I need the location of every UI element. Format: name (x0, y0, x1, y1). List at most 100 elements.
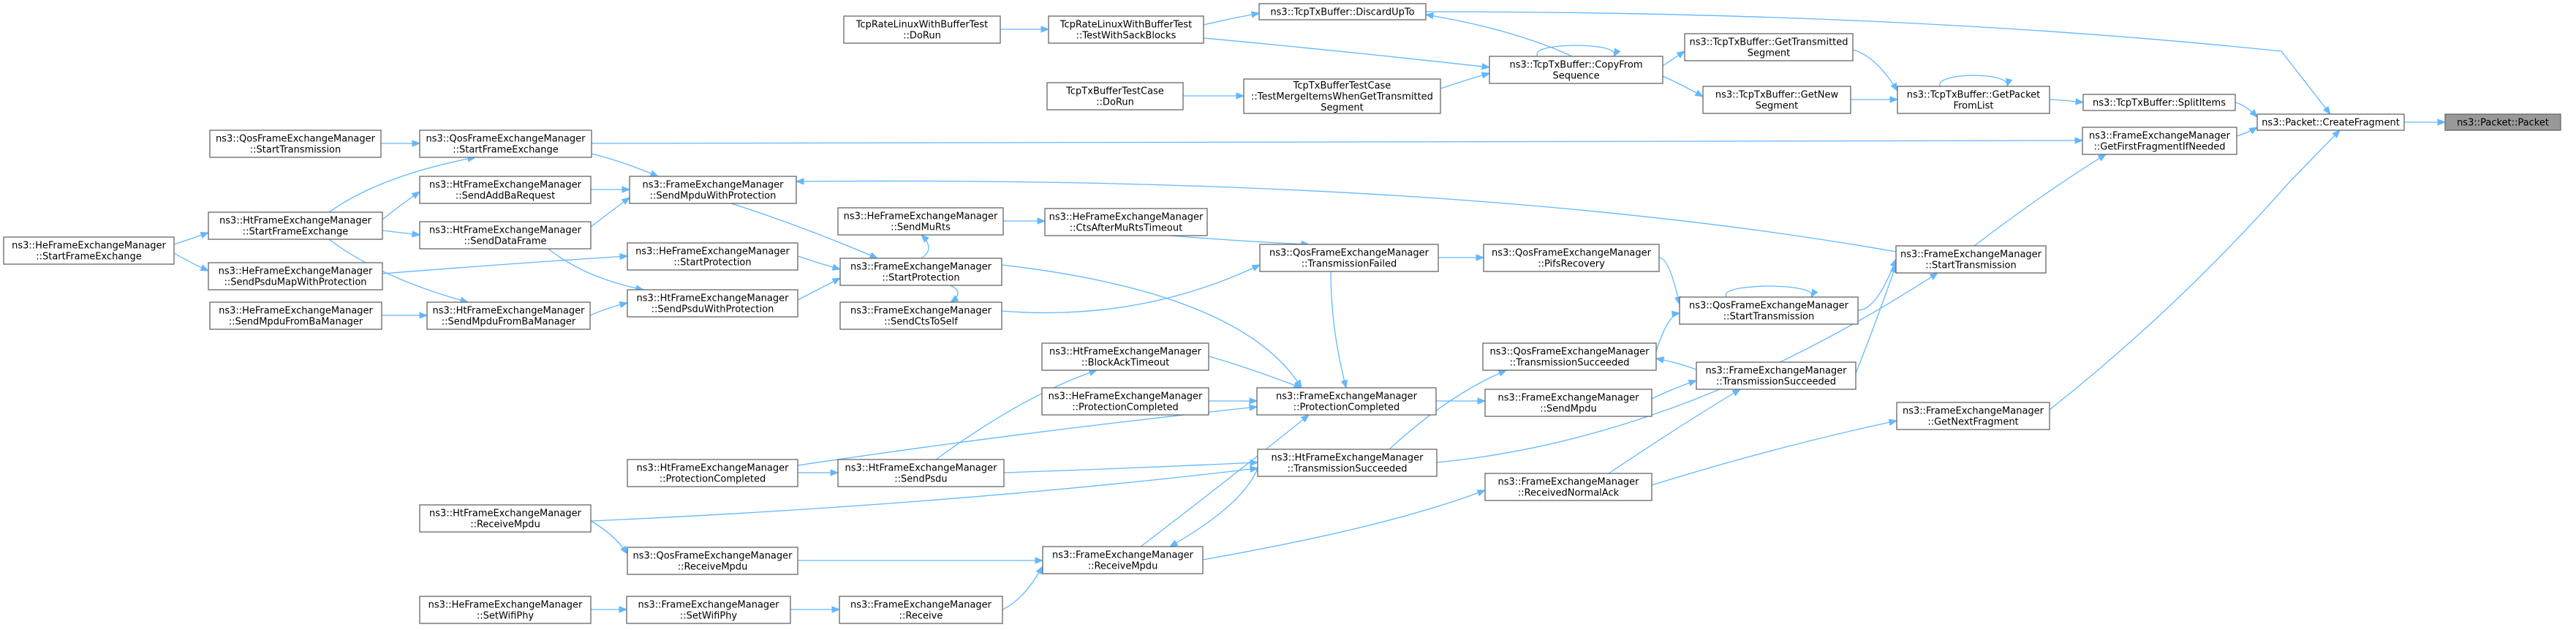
node-box[interactable] (1895, 245, 2047, 274)
node-hefem-sendpsdumap[interactable]: ns3::HeFrameExchangeManager::SendPsduMap… (208, 262, 383, 290)
node-txbuf-merge[interactable]: TcpTxBufferTestCase::TestMergeItemsWhenG… (1243, 78, 1441, 114)
node-box[interactable] (837, 207, 1004, 236)
node-htfem-protcompleted[interactable]: ns3::HtFrameExchangeManager::ProtectionC… (627, 459, 798, 487)
node-htfem-txsucc[interactable]: ns3::HtFrameExchangeManager::Transmissio… (1257, 449, 1438, 477)
node-box[interactable] (1897, 86, 2050, 114)
node-fem-sendmpduprot[interactable]: ns3::FrameExchangeManager::SendMpduWithP… (629, 176, 797, 204)
node-htfem-sendpsdu[interactable]: ns3::HtFrameExchangeManager::SendPsdu (837, 459, 1005, 487)
node-qfem-txsucc[interactable]: ns3::QosFrameExchangeManager::Transmissi… (1482, 342, 1657, 371)
node-fem-startprot[interactable]: ns3::FrameExchangeManager::StartProtecti… (839, 258, 1002, 286)
node-box[interactable] (1044, 208, 1208, 236)
node-box[interactable] (1048, 15, 1204, 44)
node-box[interactable] (1483, 244, 1660, 272)
node-hefem-sendmurts[interactable]: ns3::HeFrameExchangeManager::SendMuRts (837, 207, 1004, 236)
node-htfem-sendaddba[interactable]: ns3::HtFrameExchangeManager::SendAddBaRe… (419, 176, 592, 204)
node-box[interactable] (1484, 389, 1653, 417)
node-fem-sendmpdu[interactable]: ns3::FrameExchangeManager::SendMpdu (1484, 389, 1653, 417)
node-box[interactable] (839, 596, 1003, 624)
node-box[interactable] (1258, 3, 1427, 20)
node-box[interactable] (1256, 387, 1437, 416)
node-box[interactable] (419, 504, 592, 533)
node-hefem-ctsmurts[interactable]: ns3::HeFrameExchangeManager::CtsAfterMuR… (1044, 208, 1208, 236)
node-box[interactable] (627, 242, 798, 271)
node-htfem-sendmpduba[interactable]: ns3::HtFrameExchangeManager::SendMpduFro… (426, 301, 591, 330)
node-qfem-startfe[interactable]: ns3::QosFrameExchangeManager::StartFrame… (419, 130, 592, 158)
node-fem-sendcts[interactable]: ns3::FrameExchangeManager::SendCtsToSelf (839, 301, 1002, 330)
node-box[interactable] (1042, 546, 1204, 574)
node-getfirstfrag[interactable]: ns3::FrameExchangeManager::GetFirstFragm… (2082, 127, 2237, 155)
node-hefem-setwifiphy[interactable]: ns3::HeFrameExchangeManager::SetWifiPhy (419, 596, 592, 624)
node-qfem-starttx[interactable]: ns3::QosFrameExchangeManager::StartTrans… (209, 130, 382, 158)
node-box[interactable] (627, 547, 798, 575)
node-fem-receivempdu[interactable]: ns3::FrameExchangeManager::ReceiveMpdu (1042, 546, 1204, 574)
node-box[interactable] (208, 211, 383, 240)
node-rate-dorun[interactable]: TcpRateLinuxWithBufferTest::DoRun (843, 15, 1001, 44)
node-box[interactable] (2082, 94, 2236, 111)
node-discard[interactable]: ns3::TcpTxBuffer::DiscardUpTo (1258, 3, 1427, 20)
node-fem-receive[interactable]: ns3::FrameExchangeManager::Receive (839, 596, 1003, 624)
node-box[interactable] (209, 301, 382, 330)
node-hefem-sendmpduba[interactable]: ns3::HeFrameExchangeManager::SendMpduFro… (209, 301, 382, 330)
node-box[interactable] (1684, 33, 1854, 61)
node-fem-setwifiphy[interactable]: ns3::FrameExchangeManager::SetWifiPhy (626, 596, 791, 624)
node-htfem-startfe[interactable]: ns3::HtFrameExchangeManager::StartFrameE… (208, 211, 383, 240)
node-hefem-protcompleted[interactable]: ns3::HeFrameExchangeManager::ProtectionC… (1041, 387, 1209, 416)
node-htfem-senddata[interactable]: ns3::HtFrameExchangeManager::SendDataFra… (419, 221, 592, 250)
node-box[interactable] (419, 596, 592, 624)
node-qfem-txfailed[interactable]: ns3::QosFrameExchangeManager::Transmissi… (1259, 244, 1439, 272)
node-cf[interactable]: ns3::Packet::CreateFragment (2256, 113, 2405, 131)
node-qfem-receivempdu[interactable]: ns3::QosFrameExchangeManager::ReceiveMpd… (627, 547, 798, 575)
node-box[interactable] (2082, 127, 2237, 155)
node-box[interactable] (1046, 82, 1184, 110)
node-rate-sack[interactable]: TcpRateLinuxWithBufferTest::TestWithSack… (1048, 15, 1204, 44)
node-box[interactable] (426, 301, 591, 330)
node-box[interactable] (1489, 56, 1663, 84)
node-qfem-pifs[interactable]: ns3::QosFrameExchangeManager::PifsRecove… (1483, 244, 1660, 272)
node-fem-start[interactable]: ns3::FrameExchangeManager::StartTransmis… (1895, 245, 2047, 274)
node-fem-protcompleted[interactable]: ns3::FrameExchangeManager::ProtectionCom… (1256, 387, 1437, 416)
node-box[interactable] (1259, 244, 1439, 272)
node-box[interactable] (209, 130, 382, 158)
node-box[interactable] (2444, 113, 2561, 131)
node-box[interactable] (3, 236, 175, 265)
node-box[interactable] (626, 596, 791, 624)
node-box[interactable] (208, 262, 383, 290)
node-box[interactable] (1484, 473, 1653, 501)
node-box[interactable] (1702, 86, 1851, 114)
node-getnextfrag[interactable]: ns3::FrameExchangeManager::GetNextFragme… (1896, 402, 2050, 430)
node-root[interactable]: ns3::Packet::Packet (2444, 113, 2561, 131)
node-htfem-receivempdu[interactable]: ns3::HtFrameExchangeManager::ReceiveMpdu (419, 504, 592, 533)
node-box[interactable] (839, 258, 1002, 286)
node-box[interactable] (627, 459, 798, 487)
node-hefem-startprot[interactable]: ns3::HeFrameExchangeManager::StartProtec… (627, 242, 798, 271)
node-box[interactable] (627, 289, 798, 318)
node-splititems[interactable]: ns3::TcpTxBuffer::SplitItems (2082, 94, 2236, 111)
node-box[interactable] (419, 130, 592, 158)
node-box[interactable] (419, 176, 592, 204)
node-fem-rxnormalack[interactable]: ns3::FrameExchangeManager::ReceivedNorma… (1484, 473, 1653, 501)
node-box[interactable] (839, 301, 1002, 330)
node-txbuf-dorun[interactable]: TcpTxBufferTestCase::DoRun (1046, 82, 1184, 110)
node-box[interactable] (1257, 449, 1438, 477)
node-box[interactable] (1482, 342, 1657, 371)
node-box[interactable] (2256, 113, 2405, 131)
node-box[interactable] (1041, 387, 1209, 416)
node-box[interactable] (419, 221, 592, 250)
node-box[interactable] (1243, 78, 1441, 114)
node-box[interactable] (1696, 361, 1857, 390)
node-box[interactable] (629, 176, 797, 204)
node-qfem-start[interactable]: ns3::QosFrameExchangeManager::StartTrans… (1679, 296, 1859, 325)
node-htfem-blockack[interactable]: ns3::HtFrameExchangeManager::BlockAckTim… (1041, 342, 1209, 371)
node-box[interactable] (1679, 296, 1859, 325)
node-box[interactable] (1041, 342, 1209, 371)
node-box[interactable] (837, 459, 1005, 487)
node-box[interactable] (1896, 402, 2050, 430)
node-hefem-startfe[interactable]: ns3::HeFrameExchangeManager::StartFrameE… (3, 236, 175, 265)
node-htfem-sendpsduprot[interactable]: ns3::HtFrameExchangeManager::SendPsduWit… (627, 289, 798, 318)
node-fem-txsucc[interactable]: ns3::FrameExchangeManager::TransmissionS… (1696, 361, 1857, 390)
node-box[interactable] (843, 15, 1001, 44)
